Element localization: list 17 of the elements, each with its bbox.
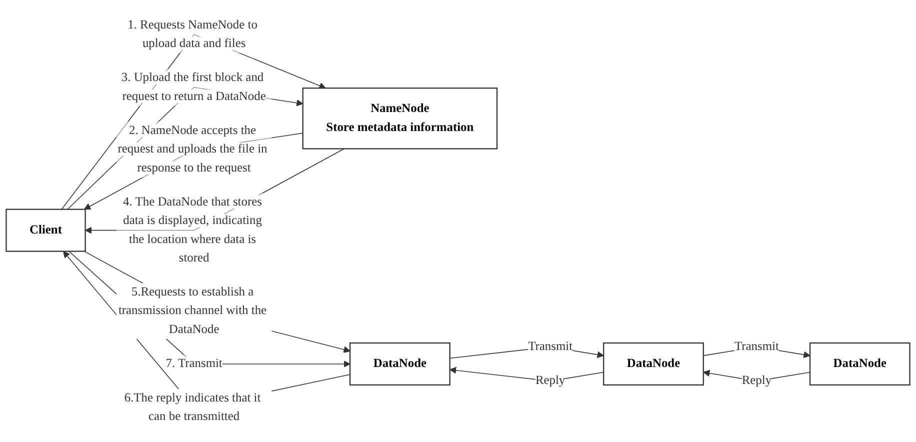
edge-label: 4. The DataNode that stores data is displayed, indicating the location where data is stored xyxy=(123,195,262,265)
edge-label: 1. Requests NameNode to upload data and files xyxy=(128,18,258,50)
node-box: DataNode xyxy=(603,342,704,386)
edge-label: 2. NameNode accepts the request and uploads the file in response to the request xyxy=(118,124,268,174)
edge-label: 7. Transmit xyxy=(166,356,222,370)
arrow xyxy=(84,250,350,353)
node-box: NameNode Store metadata information xyxy=(302,88,498,150)
edge-label: Transmit xyxy=(734,340,779,354)
node-box: DataNode xyxy=(809,342,910,386)
edge-label: Reply xyxy=(535,374,566,388)
node-box: Client xyxy=(6,208,86,252)
edge-label: Reply xyxy=(742,374,772,388)
edge-label: 6.The reply indicates that it can be transmitted xyxy=(124,391,261,424)
node-box: DataNode xyxy=(349,342,450,386)
edge-label: Transmit xyxy=(528,340,573,354)
edge-label: 3. Upload the first block and request to return a DataNode xyxy=(121,71,266,103)
edge-label: 5.Requests to establish a transmission channel with the DataNode xyxy=(118,285,267,336)
